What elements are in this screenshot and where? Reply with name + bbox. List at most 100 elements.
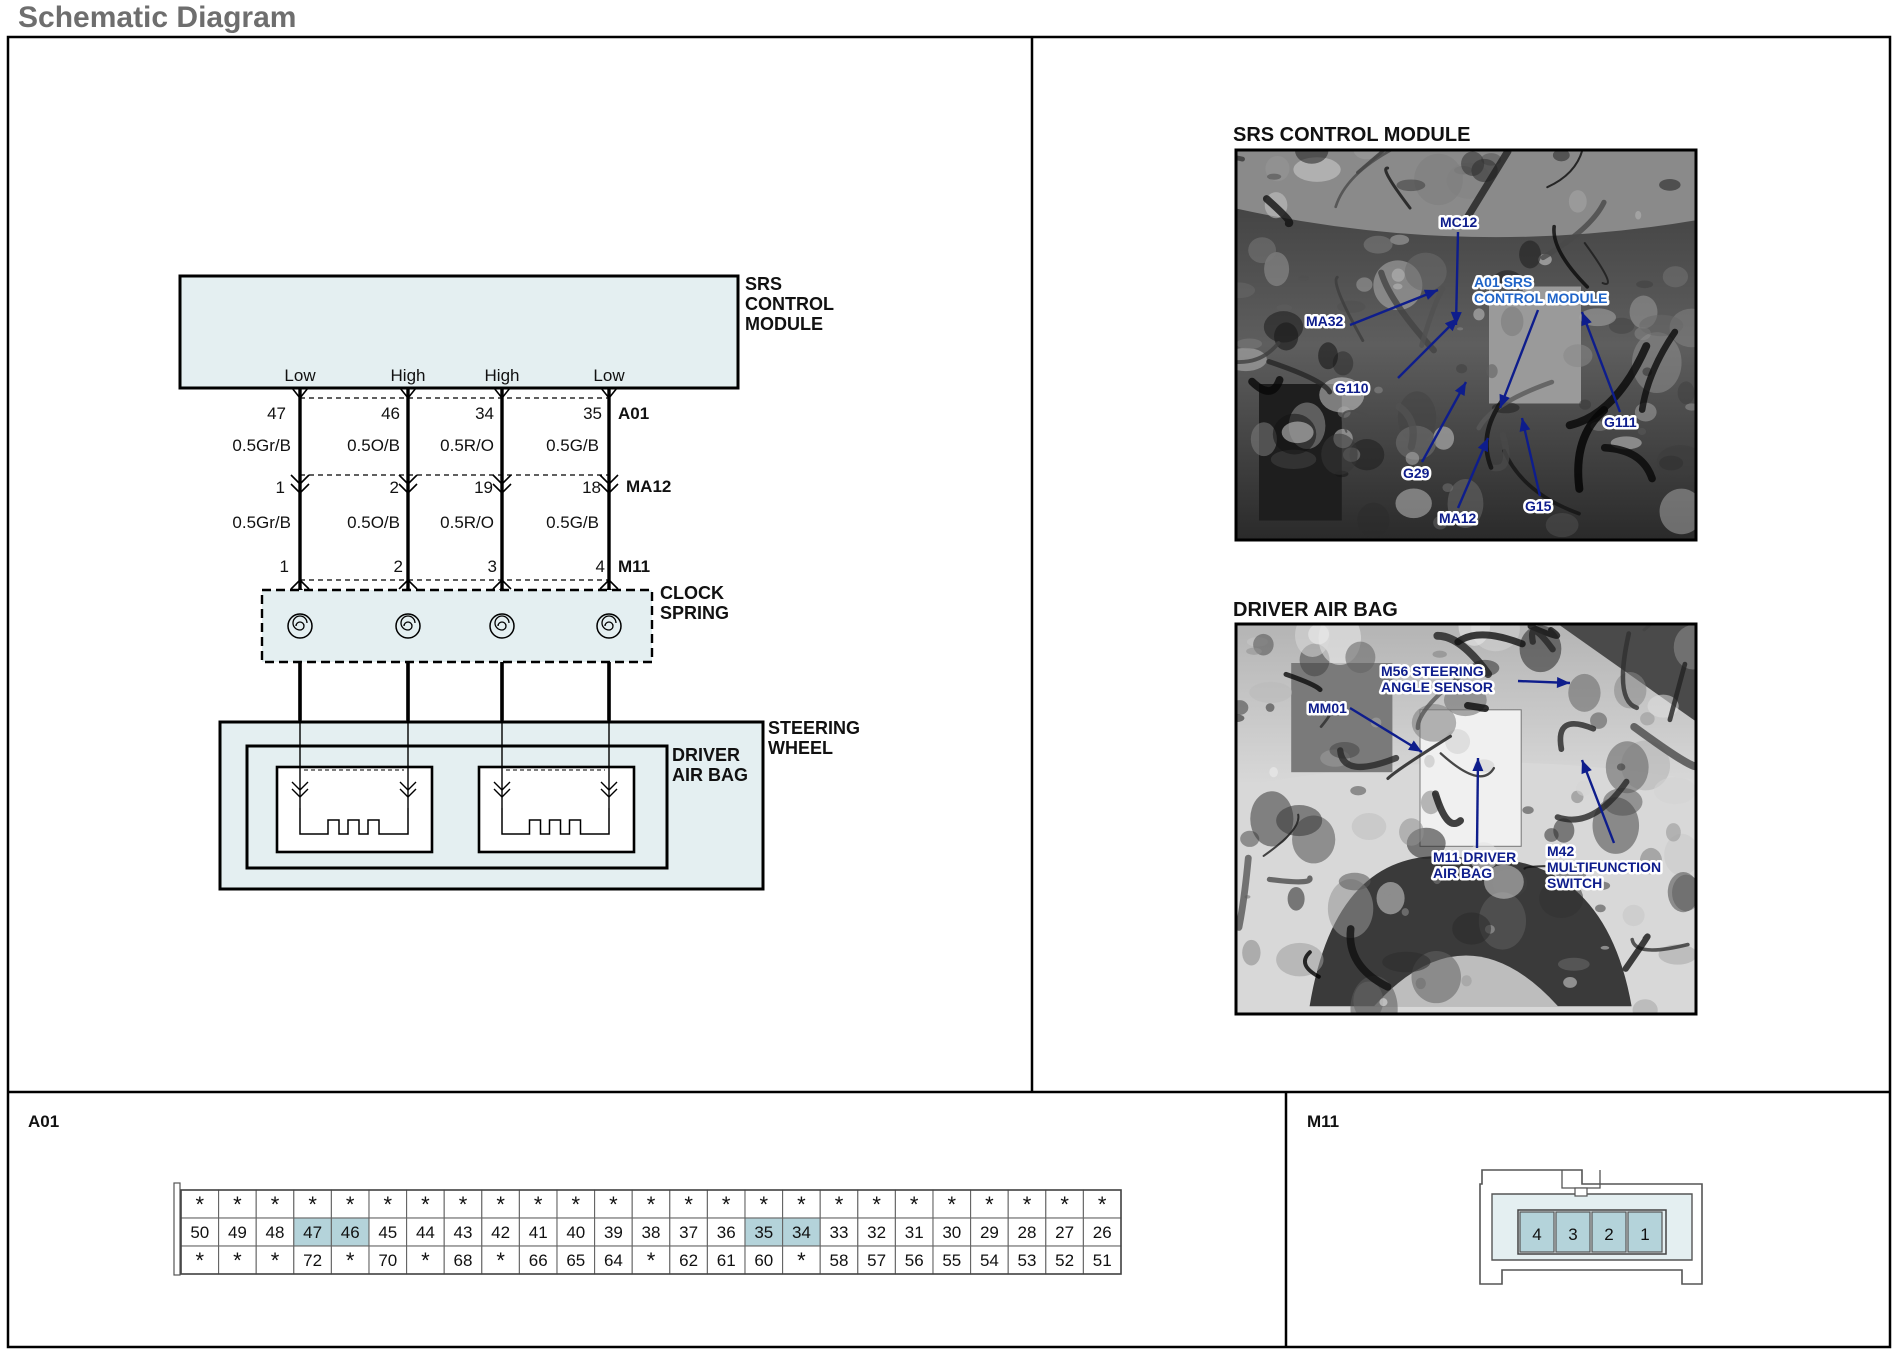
a01-pin-number: 31 [905, 1223, 924, 1242]
wire-harness [1489, 431, 1510, 472]
a01-face-outline [180, 1189, 1122, 1275]
photo-detail [1662, 266, 1689, 288]
a01-arrow-line [1498, 309, 1540, 409]
wire-harness [1236, 854, 1252, 931]
a01-pin-number: 72 [303, 1251, 322, 1270]
wire-harness [1386, 734, 1452, 781]
photo-detail [1357, 502, 1390, 538]
a01-pin-number: 43 [454, 1223, 473, 1242]
a01-pin-cell [1045, 1245, 1084, 1275]
a01-pin-cell [970, 1189, 1009, 1219]
g111-arrow-arrowhead [1581, 312, 1592, 327]
pin-level-label: High [485, 366, 520, 385]
photo-detail [1432, 871, 1442, 885]
wire-harness [1431, 790, 1465, 827]
wire-harness [1600, 443, 1656, 483]
a01-pin-cell [669, 1189, 708, 1219]
a01-pin-number: 36 [717, 1223, 736, 1242]
wire-harness [1528, 627, 1556, 653]
a01-pin-number: 53 [1018, 1251, 1037, 1270]
a01-pin-number: 70 [378, 1251, 397, 1270]
module-housing [1489, 286, 1581, 404]
a01-unused-pin: * [384, 1192, 393, 1217]
m11-pin-number: 4 [1532, 1225, 1541, 1244]
m11-pin-cell [1519, 1211, 1555, 1253]
srs-control-module-box [178, 274, 740, 390]
wire-harness [1341, 410, 1369, 433]
squib-terminal [493, 788, 511, 798]
a01-pin-number: 44 [416, 1223, 435, 1242]
photo-detail [1486, 364, 1498, 379]
callout-angle-sensor: ANGLE SENSOR [1381, 679, 1493, 695]
a01-unused-pin: * [271, 1248, 280, 1273]
a01-unused-pin: * [308, 1192, 317, 1217]
wire-harness [1484, 398, 1505, 470]
photo-detail [1395, 425, 1437, 460]
photo-detail [1552, 150, 1570, 162]
photo-detail [1250, 791, 1294, 847]
photo-detail [1635, 210, 1642, 220]
connector-chevron [492, 483, 512, 495]
a01-unused-pin: * [233, 1192, 242, 1217]
wire-spec: 0.5G/B [546, 513, 599, 532]
a01-unused-pin: * [421, 1192, 430, 1217]
photo-detail [1579, 399, 1592, 410]
photo-content [1236, 624, 1696, 1014]
a01-pin-cell [218, 1189, 257, 1219]
callout-m56-steering: M56 STEERING [1381, 663, 1484, 679]
a01-pin-cell [1045, 1217, 1084, 1247]
wire-harness [1630, 937, 1690, 952]
wire-harness [1283, 671, 1323, 693]
a01-pin-number: 29 [980, 1223, 999, 1242]
a01-pin-number: 55 [942, 1251, 961, 1270]
wire-harness [1460, 150, 1512, 227]
photo-detail [1353, 150, 1380, 160]
inflator-module [275, 765, 434, 854]
wire-harness [1262, 813, 1300, 857]
photo-detail [1410, 468, 1425, 480]
a01-latch-tab [173, 1182, 181, 1276]
a01-face-title: A01 [28, 1112, 59, 1131]
photo-detail [1250, 422, 1277, 457]
ma12-pin-number: 19 [474, 478, 493, 497]
photo-detail [1293, 157, 1341, 182]
clock-spring-coil-icon [395, 613, 421, 639]
photo-detail [1294, 150, 1329, 164]
photo-detail [1500, 306, 1524, 337]
wire-harness [1583, 241, 1609, 285]
wire-harness [1464, 702, 1489, 712]
photo-detail [1329, 742, 1360, 759]
a01-pin-cell [330, 1245, 370, 1275]
a01-pin-number: 30 [942, 1223, 961, 1242]
a01-unused-pin: * [684, 1192, 693, 1217]
squib-terminal [291, 788, 309, 798]
ma32-arrow-arrowhead [1423, 289, 1438, 300]
wire-harness [1546, 150, 1584, 189]
wire-harness [1419, 286, 1446, 348]
photo-detail [1242, 939, 1261, 966]
photo-detail [1396, 179, 1426, 192]
photo-detail [1395, 488, 1432, 519]
photo-detail [1246, 647, 1262, 655]
callout-air-bag: AIR BAG [1433, 865, 1492, 881]
photo-detail [1457, 327, 1464, 331]
photo-detail [1673, 625, 1696, 670]
wire-harness [1638, 328, 1679, 413]
photo-detail [1622, 904, 1645, 927]
page-title: Schematic Diagram [18, 1, 296, 34]
a01-pin-number: 57 [867, 1251, 886, 1270]
a01-unused-pin: * [797, 1192, 806, 1217]
driver-air-bag-box [245, 744, 669, 870]
a01-unused-pin: * [1060, 1192, 1069, 1217]
clock-spring-box [260, 588, 654, 664]
a01-pin-cell [443, 1217, 483, 1247]
squib-terminal [291, 781, 309, 791]
photo-detail [1557, 957, 1590, 971]
g111-arrow-line [1580, 311, 1622, 413]
photo-detail [1390, 234, 1410, 245]
photo-detail [1433, 515, 1448, 530]
wire-spec: 0.5O/B [347, 436, 400, 455]
